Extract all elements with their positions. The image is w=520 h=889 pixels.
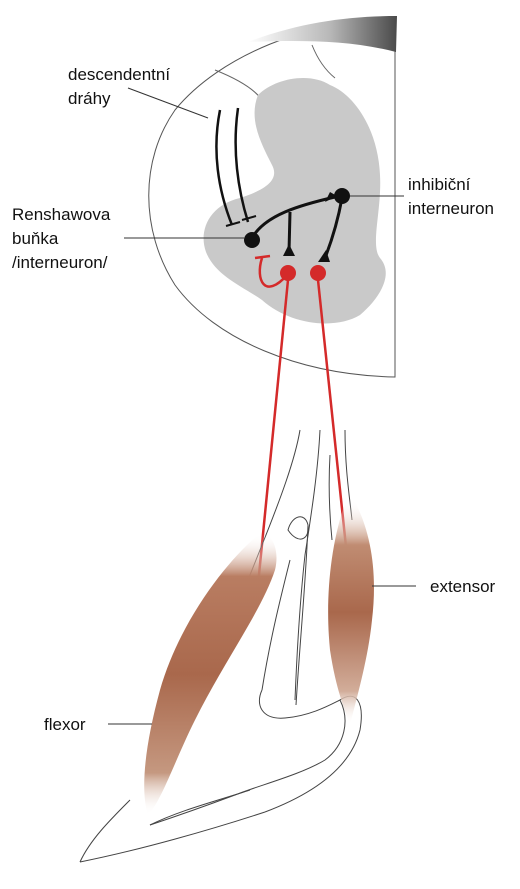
label-renshaw-1: Renshawova	[12, 205, 111, 224]
extensor-motor-neuron-body	[310, 265, 326, 281]
inhibitory-interneuron-body	[334, 188, 350, 204]
femur-head	[288, 517, 308, 539]
femur-shaft-right	[296, 525, 308, 705]
label-renshaw-2: buňka	[12, 229, 59, 248]
label-flexor: flexor	[44, 715, 86, 734]
label-descending-1: descendentní	[68, 65, 170, 84]
label-inhibitory-1: inhibiční	[408, 175, 471, 194]
nerve-sheath-left	[329, 455, 332, 540]
flexor-muscle	[144, 534, 276, 815]
label-extensor: extensor	[430, 577, 496, 596]
label-renshaw-3: /interneuron/	[12, 253, 108, 272]
muscles	[144, 500, 374, 815]
label-inhibitory-2: interneuron	[408, 199, 494, 218]
renshaw-cell-body	[244, 232, 260, 248]
flexor-motor-neuron-body	[280, 265, 296, 281]
extensor-muscle	[328, 500, 374, 725]
leg-bottom	[80, 812, 265, 862]
label-descending-2: dráhy	[68, 89, 111, 108]
